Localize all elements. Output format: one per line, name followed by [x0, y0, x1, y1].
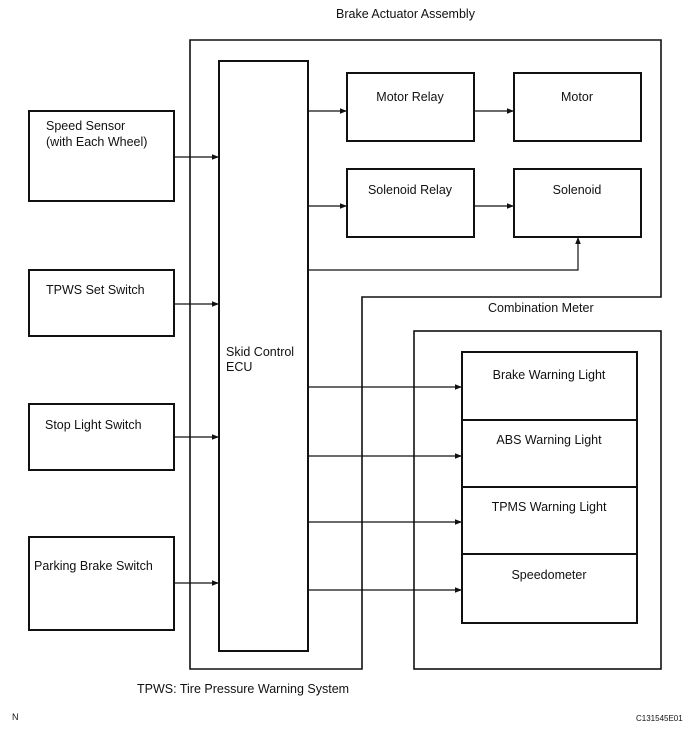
skid-control-ecu-box [218, 60, 309, 652]
motor-relay-label: Motor Relay [376, 90, 444, 104]
brake-warning-light-label: Brake Warning Light [492, 368, 606, 382]
speed-sensor-box [28, 110, 175, 202]
motor-relay-box [346, 72, 475, 142]
parking-brake-switch-label: Parking Brake Switch [34, 559, 153, 573]
solenoid-relay-box [346, 168, 475, 238]
corner-left-code: N [12, 712, 19, 722]
stop-light-switch-label: Stop Light Switch [45, 418, 142, 432]
abs-warning-light-box [461, 419, 638, 488]
speed-sensor-label-line2: (with Each Wheel) [46, 135, 148, 149]
combination-meter-outline [413, 330, 662, 670]
skid-control-ecu-label-line2: ECU [226, 360, 253, 374]
speed-sensor-label-line1: Speed Sensor [46, 119, 126, 133]
brake-actuator-assembly-outline [189, 39, 662, 670]
solenoid-label: Solenoid [552, 183, 602, 197]
footnote: TPWS: Tire Pressure Warning System [137, 682, 350, 696]
brake-warning-light-box [461, 351, 638, 421]
stop-light-switch-box [28, 403, 175, 471]
parking-brake-switch-box [28, 536, 175, 631]
skid-control-ecu-label-line1: Skid Control [226, 345, 295, 359]
brake-actuator-assembly-label: Brake Actuator Assembly [336, 7, 475, 21]
solenoid-relay-label: Solenoid Relay [367, 183, 453, 197]
figure-id: C131545E01 [636, 714, 683, 723]
tpws-set-switch-label: TPWS Set Switch [46, 283, 145, 297]
tpws-set-switch-box [28, 269, 175, 337]
speedometer-box [461, 553, 638, 624]
wire-ecu-to-solenoid [308, 237, 581, 271]
tpms-warning-light-box [461, 486, 638, 555]
motor-label: Motor [561, 90, 593, 104]
solenoid-box [513, 168, 642, 238]
abs-warning-light-label: ABS Warning Light [496, 433, 602, 447]
combination-meter-label: Combination Meter [488, 301, 594, 315]
motor-box [513, 72, 642, 142]
speedometer-label: Speedometer [511, 568, 587, 582]
tpms-warning-light-label: TPMS Warning Light [491, 500, 607, 514]
